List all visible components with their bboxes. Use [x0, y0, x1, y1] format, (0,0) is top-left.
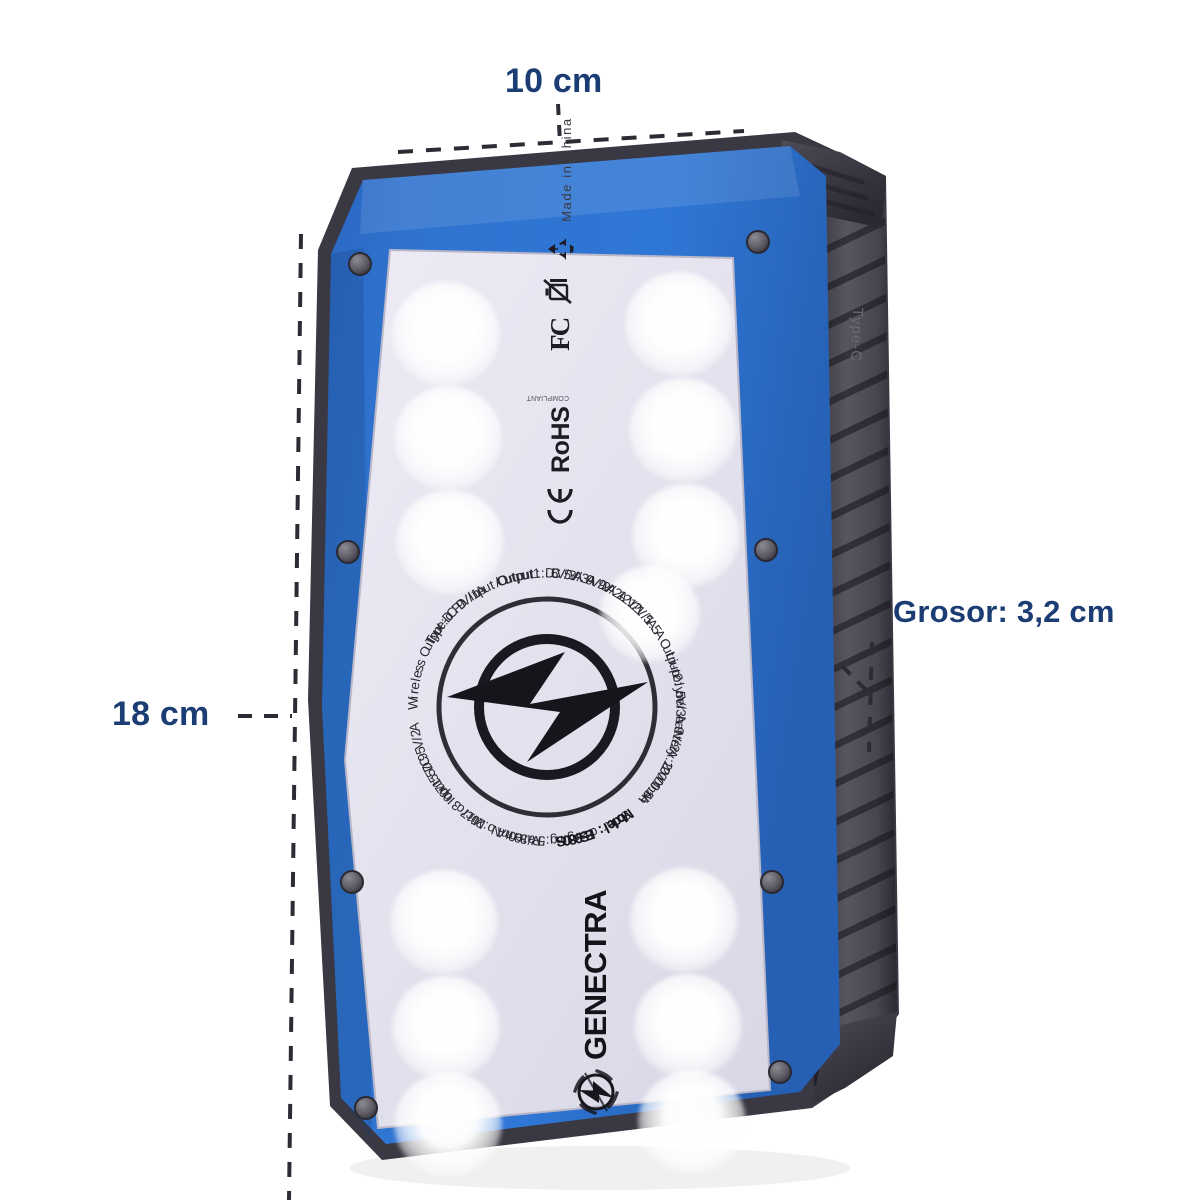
genectra-bolt-icon [573, 1069, 619, 1115]
thickness-dimension-label: Grosor: 3,2 cm [893, 594, 1115, 629]
weee-mark [540, 276, 574, 306]
thickness-guide-tick [834, 658, 868, 692]
brand-logo: GENECTRA [570, 890, 622, 1118]
width-dimension-label: 10 cm [505, 62, 603, 100]
height-dimension-label: 18 cm [112, 695, 210, 733]
width-guide-tick [556, 103, 562, 144]
device-screws [336, 230, 792, 1120]
wireless-charging-icon [436, 596, 658, 818]
ce-mark [546, 486, 574, 530]
thickness-guide-line [867, 641, 874, 753]
certification-marks: RoHS COMPLIANT FC [526, 117, 575, 530]
width-guide-line [397, 129, 745, 154]
recycle-mark [546, 235, 574, 263]
